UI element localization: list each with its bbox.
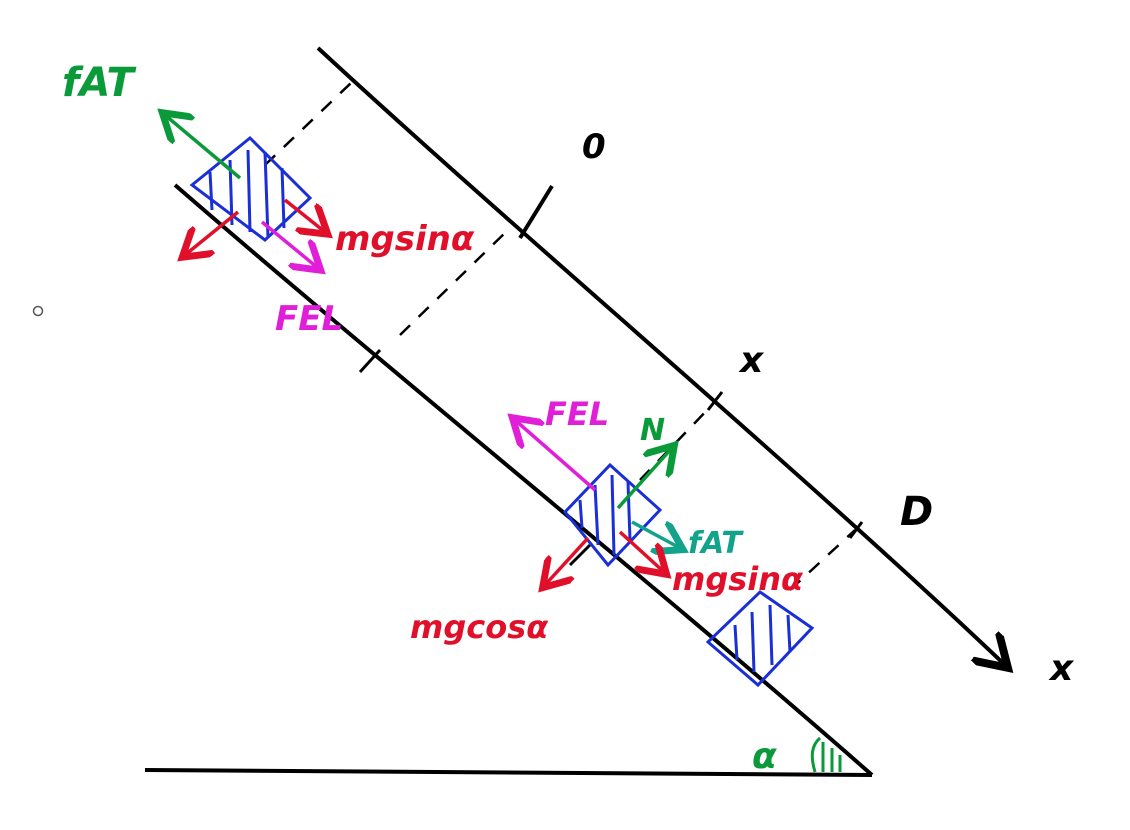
block-top — [189, 135, 313, 242]
fel-top-arrow — [260, 220, 318, 268]
ground-line — [144, 768, 873, 777]
fat-top-arrow — [165, 115, 242, 180]
label-mgsin-top: mgsinα — [335, 219, 475, 259]
axis-tick-origin — [518, 184, 554, 240]
fat-mid-arrow — [631, 520, 680, 548]
label-x-axis: x — [1048, 648, 1075, 689]
mgcos-mid-arrow — [545, 536, 590, 585]
mgsin-mid-arrow — [618, 530, 664, 572]
label-origin: 0 — [582, 127, 606, 167]
x-axis-line — [316, 46, 1005, 665]
label-x-mid: x — [738, 340, 765, 381]
label-mgcos-mid: mgcosα — [410, 608, 549, 646]
incline-tick-1 — [358, 348, 382, 374]
label-fel-top: FEL — [275, 299, 343, 339]
label-normal: N — [640, 413, 665, 448]
label-mgsin-mid: mgsinα — [672, 560, 804, 598]
block-mid — [563, 462, 663, 568]
stray-dot — [32, 305, 44, 317]
fel-mid-arrow — [515, 420, 597, 492]
angle-hatch — [810, 736, 842, 773]
mgsin-top-arrow — [283, 198, 325, 232]
mgcos-top-arrow — [185, 210, 240, 255]
label-fat-mid: fAT — [688, 526, 744, 561]
label-fat-top: fAT — [62, 60, 137, 106]
normal-arrow — [616, 448, 672, 510]
block-bottom — [705, 590, 815, 688]
label-angle: α — [752, 736, 777, 777]
label-fel-mid: FEL — [545, 395, 609, 433]
axis-tick-x — [706, 391, 724, 411]
dashed-projections — [264, 81, 856, 591]
axis-tick-d — [848, 521, 864, 539]
label-d: D — [900, 489, 933, 535]
incline-surface — [173, 183, 874, 777]
